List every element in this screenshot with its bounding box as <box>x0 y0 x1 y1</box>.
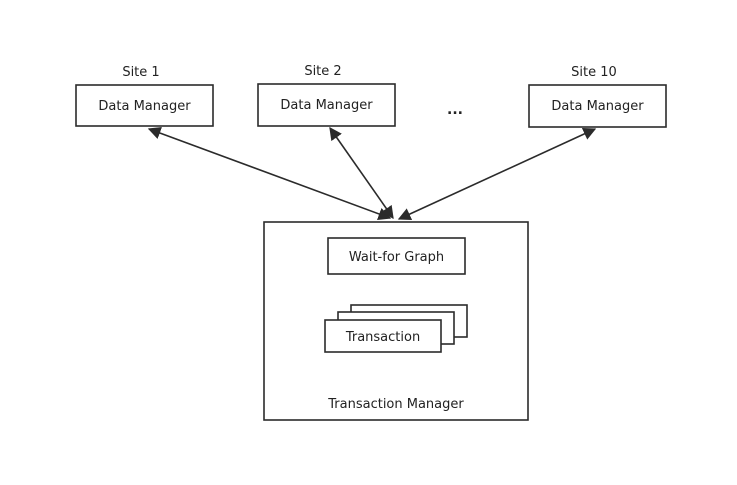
edge-site-2-transaction-manager <box>329 126 394 220</box>
transaction-box-front <box>324 319 442 353</box>
site-1-data-manager-label: Data Manager <box>98 99 191 114</box>
site-10-label: Site 10 <box>571 65 617 80</box>
site-10-data-manager-box <box>528 84 667 128</box>
wait-for-graph-box <box>327 237 466 275</box>
site-1: Site 1 Data Manager <box>75 65 214 127</box>
transaction-manager-label: Transaction Manager <box>327 397 464 412</box>
site-2-data-manager-box <box>257 83 396 127</box>
site-2-data-manager-label: Data Manager <box>280 98 373 113</box>
site-2-label: Site 2 <box>304 64 341 79</box>
site-10-data-manager-label: Data Manager <box>551 99 644 114</box>
site-1-label: Site 1 <box>122 65 159 80</box>
edge-site-1-transaction-manager <box>147 126 392 221</box>
site-2: Site 2 Data Manager <box>257 64 396 127</box>
ellipsis: ... <box>447 102 463 118</box>
edge-site-10-transaction-manager <box>397 127 597 221</box>
transaction-manager: Wait-for Graph Transaction Transaction M… <box>263 221 529 421</box>
wait-for-graph-label: Wait-for Graph <box>349 250 444 265</box>
edges <box>147 126 597 221</box>
transaction-label: Transaction <box>345 330 420 345</box>
transaction-stack: Transaction <box>324 304 468 353</box>
site-1-data-manager-box <box>75 84 214 127</box>
site-10: Site 10 Data Manager <box>528 65 667 128</box>
